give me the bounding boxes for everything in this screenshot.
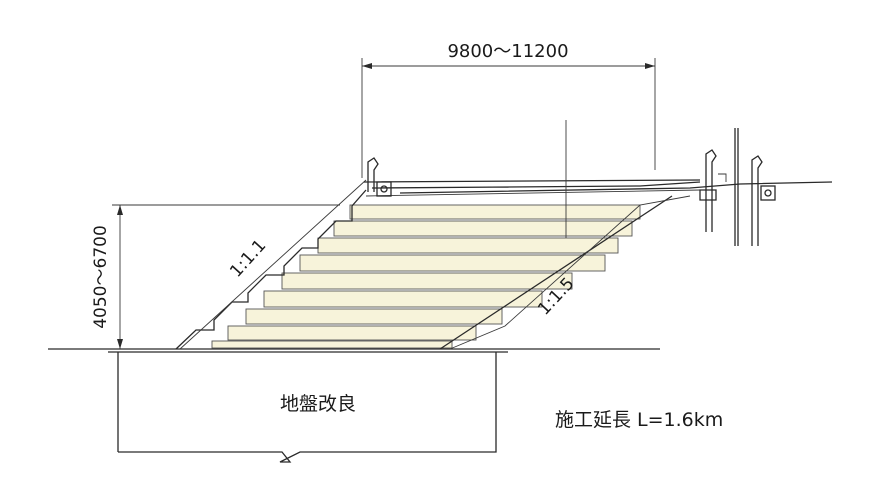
construction-length-label: 施工延長 L=1.6km [555,409,723,431]
ground-improvement-label: 地盤改良 [280,393,356,415]
ground-improvement-block [108,351,508,463]
left-slope-line [179,179,367,350]
height-dimension [112,204,340,349]
top-width-label: 9800～11200 [447,41,568,62]
left-slope-steps [175,189,367,350]
road-surface-lower [365,189,701,197]
embankment-layers [211,204,641,349]
right-guard-rail [699,128,776,246]
left-guard-rail [367,157,392,197]
right-slope-line [439,195,673,350]
top-width-dimension [361,58,656,178]
left-slope-label: 1:1.1 [226,236,270,282]
height-label: 4050～6700 [91,225,111,329]
right-slope-edge [449,195,691,350]
road-surface [363,179,833,194]
